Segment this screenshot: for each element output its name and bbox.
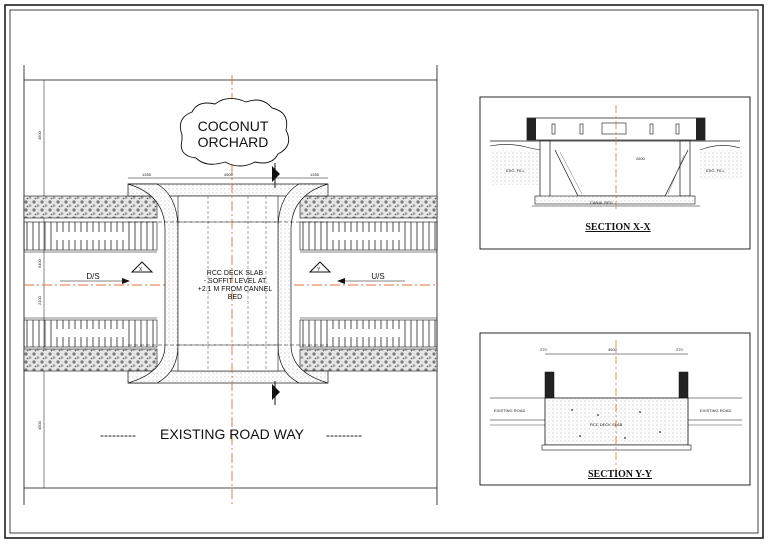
svg-text:5400: 5400	[37, 258, 42, 268]
inner-border	[9, 9, 759, 534]
slab-label-line4: BED	[228, 294, 242, 301]
outer-border	[4, 4, 764, 539]
svg-text:270: 270	[676, 347, 683, 352]
svg-text:1265: 1265	[142, 172, 152, 177]
orchard-label-line1: COCONUT	[198, 118, 269, 134]
svg-text:2600: 2600	[636, 156, 646, 161]
section-y-marker: Y	[317, 267, 321, 273]
orchard-label-line2: ORCHARD	[198, 134, 269, 150]
svg-text:EXG. FILL: EXG. FILL	[706, 168, 725, 173]
svg-text:270: 270	[540, 347, 547, 352]
svg-text:4500: 4500	[224, 172, 234, 177]
section-x-marker: X	[139, 267, 143, 273]
svg-text:4500: 4500	[608, 347, 618, 352]
svg-text:EXISTING ROAD: EXISTING ROAD	[700, 408, 731, 413]
orchard-cloud	[179, 98, 290, 167]
svg-text:RCC DECK SLAB: RCC DECK SLAB	[590, 422, 623, 427]
svg-text:EXG. FILL: EXG. FILL	[506, 168, 525, 173]
svg-text:1265: 1265	[310, 172, 320, 177]
section-yy-title: SECTION Y-Y	[588, 469, 653, 480]
svg-text:EXISTING ROAD: EXISTING ROAD	[494, 408, 525, 413]
section-yy-drawing: 270 4500 270 EXISTING ROAD EXISTING ROAD…	[479, 332, 751, 486]
slab-label-line1: RCC DECK SLAB	[207, 270, 264, 277]
road-label: EXISTING ROAD WAY	[160, 426, 305, 442]
us-label: U/S	[371, 272, 384, 281]
section-xx-drawing: EXG. FILL EXG. FILL 2600 CANAL BED	[479, 96, 751, 250]
svg-text:4500: 4500	[37, 420, 42, 430]
section-xx-title: SECTION X-X	[585, 222, 651, 233]
road-dash-right: ---------	[326, 428, 362, 442]
slab-label-line2: - SOFFIT LEVEL AT	[204, 278, 267, 285]
road-dash-left: ---------	[100, 428, 136, 442]
svg-text:2100: 2100	[37, 295, 42, 305]
ds-label: D/S	[86, 272, 99, 281]
plan-view: 4500 5400 2100 4500	[23, 65, 438, 505]
slab-label-line3: +2.1 M FROM CANNEL	[198, 286, 273, 293]
svg-text:4500: 4500	[37, 130, 42, 140]
svg-text:CANAL BED: CANAL BED	[590, 200, 613, 205]
